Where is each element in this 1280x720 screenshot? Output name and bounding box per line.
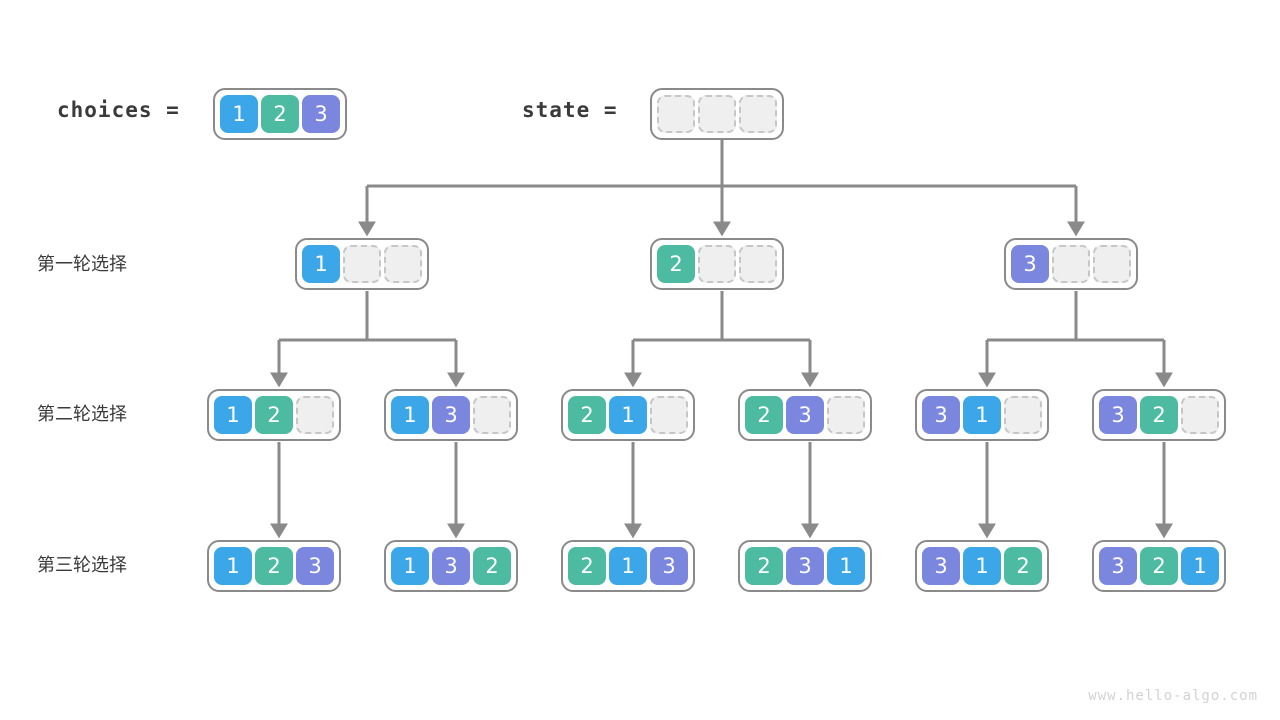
array-cell-filled: 3 bbox=[650, 547, 688, 585]
array-cell-filled: 3 bbox=[786, 396, 824, 434]
array-cell-filled: 3 bbox=[1099, 547, 1137, 585]
tree-node-level1: 3 bbox=[1004, 238, 1138, 290]
array-cell-filled: 3 bbox=[922, 547, 960, 585]
array-cell-filled: 3 bbox=[922, 396, 960, 434]
array-cell-filled: 2 bbox=[255, 547, 293, 585]
array-cell-filled: 1 bbox=[220, 95, 258, 133]
array-cell-filled: 1 bbox=[609, 547, 647, 585]
array-cell-filled: 3 bbox=[432, 396, 470, 434]
tree-node-level1: 2 bbox=[650, 238, 784, 290]
array-cell-filled: 1 bbox=[609, 396, 647, 434]
array-cell-filled: 1 bbox=[963, 396, 1001, 434]
row-label-round3: 第三轮选择 bbox=[37, 555, 127, 576]
watermark: www.hello-algo.com bbox=[1088, 688, 1258, 704]
array-cell-filled: 3 bbox=[786, 547, 824, 585]
array-cell-empty bbox=[473, 396, 511, 434]
array-cell-filled: 2 bbox=[745, 547, 783, 585]
array-cell-filled: 3 bbox=[1099, 396, 1137, 434]
array-cell-empty bbox=[1052, 245, 1090, 283]
array-cell-filled: 2 bbox=[568, 396, 606, 434]
array-cell-empty bbox=[296, 396, 334, 434]
array-cell-filled: 2 bbox=[657, 245, 695, 283]
array-cell-filled: 1 bbox=[963, 547, 1001, 585]
row-label-round2: 第二轮选择 bbox=[37, 404, 127, 425]
array-cell-filled: 2 bbox=[745, 396, 783, 434]
array-cell-empty bbox=[343, 245, 381, 283]
array-cell-filled: 2 bbox=[1140, 396, 1178, 434]
array-cell-empty bbox=[650, 396, 688, 434]
array-cell-filled: 3 bbox=[296, 547, 334, 585]
state-label: state = bbox=[522, 98, 618, 122]
array-cell-empty bbox=[657, 95, 695, 133]
array-cell-filled: 1 bbox=[1181, 547, 1219, 585]
row-label-round1: 第一轮选择 bbox=[37, 254, 127, 275]
array-cell-filled: 1 bbox=[391, 396, 429, 434]
array-cell-empty bbox=[1181, 396, 1219, 434]
array-cell-empty bbox=[1004, 396, 1042, 434]
array-cell-filled: 2 bbox=[255, 396, 293, 434]
array-cell-filled: 2 bbox=[568, 547, 606, 585]
array-cell-filled: 1 bbox=[827, 547, 865, 585]
array-cell-filled: 3 bbox=[302, 95, 340, 133]
array-cell-filled: 2 bbox=[473, 547, 511, 585]
array-cell-filled: 3 bbox=[432, 547, 470, 585]
array-cell-filled: 1 bbox=[302, 245, 340, 283]
array-cell-filled: 1 bbox=[214, 547, 252, 585]
array-cell-empty bbox=[739, 95, 777, 133]
array-cell-empty bbox=[698, 95, 736, 133]
array-cell-empty bbox=[1093, 245, 1131, 283]
array-cell-filled: 3 bbox=[1011, 245, 1049, 283]
tree-node-level1: 1 bbox=[295, 238, 429, 290]
array-cell-filled: 2 bbox=[261, 95, 299, 133]
array-cell-empty bbox=[739, 245, 777, 283]
array-cell-empty bbox=[698, 245, 736, 283]
choices-label: choices = bbox=[57, 98, 180, 122]
array-cell-filled: 1 bbox=[214, 396, 252, 434]
array-cell-filled: 2 bbox=[1140, 547, 1178, 585]
array-cell-empty bbox=[384, 245, 422, 283]
array-cell-filled: 1 bbox=[391, 547, 429, 585]
array-cell-empty bbox=[827, 396, 865, 434]
array-cell-filled: 2 bbox=[1004, 547, 1042, 585]
state-array bbox=[650, 88, 784, 140]
